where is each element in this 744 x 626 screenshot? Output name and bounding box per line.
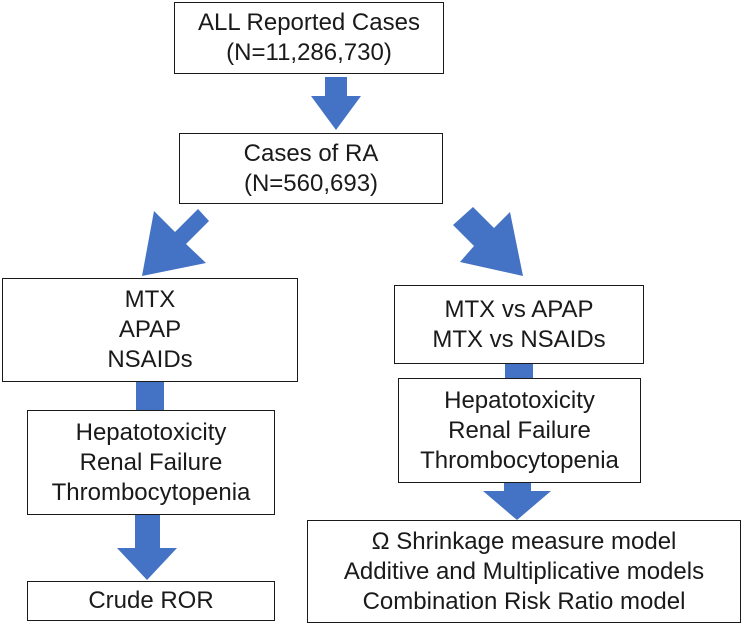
comparison-mtx-nsaids: MTX vs NSAIDs xyxy=(432,325,606,353)
connector-drugs-to-outcomes xyxy=(136,382,164,410)
ra-cases-label: Cases of RA xyxy=(243,139,379,167)
arrow-all-to-ra xyxy=(311,77,361,130)
arrow-outcomes-to-models xyxy=(483,483,551,520)
all-reported-cases-box: ALL Reported Cases (N=11,286,730) xyxy=(174,2,444,74)
model-shrinkage: Ω Shrinkage measure model xyxy=(371,527,677,555)
arrow-ra-to-comparisons xyxy=(453,207,523,276)
models-box: Ω Shrinkage measure model Additive and M… xyxy=(307,520,741,623)
all-cases-label: ALL Reported Cases xyxy=(198,9,420,36)
outcome-thrombocytopenia: Thrombocytopenia xyxy=(420,446,619,474)
comparisons-box: MTX vs APAP MTX vs NSAIDs xyxy=(394,285,644,364)
outcome-thrombocytopenia: Thrombocytopenia xyxy=(51,478,251,506)
connector-comparisons-to-outcomes xyxy=(505,364,533,378)
outcome-renal-failure: Renal Failure xyxy=(79,448,223,476)
drug-apap: APAP xyxy=(118,316,182,343)
drugs-box: MTX APAP NSAIDs xyxy=(2,278,298,382)
drug-mtx: MTX xyxy=(124,286,176,313)
comparison-mtx-apap: MTX vs APAP xyxy=(444,295,594,323)
crude-ror-box: Crude ROR xyxy=(27,581,275,621)
outcome-renal-failure: Renal Failure xyxy=(448,416,591,444)
ra-cases-box: Cases of RA (N=560,693) xyxy=(179,133,443,204)
ra-cases-count: (N=560,693) xyxy=(243,169,379,197)
crude-ror-label: Crude ROR xyxy=(88,587,214,614)
outcome-hepatotoxicity: Hepatotoxicity xyxy=(75,418,227,446)
outcomes-left-box: Hepatotoxicity Renal Failure Thrombocyto… xyxy=(27,410,275,515)
outcomes-right-box: Hepatotoxicity Renal Failure Thrombocyto… xyxy=(398,378,641,483)
arrow-outcomes-to-ror xyxy=(117,515,177,580)
outcome-hepatotoxicity: Hepatotoxicity xyxy=(444,386,595,414)
model-combination-risk-ratio: Combination Risk Ratio model xyxy=(362,587,686,615)
arrow-ra-to-drugs xyxy=(142,209,209,276)
model-additive-multiplicative: Additive and Multiplicative models xyxy=(343,557,705,585)
drug-nsaids: NSAIDs xyxy=(107,346,193,373)
all-cases-count: (N=11,286,730) xyxy=(226,39,392,66)
